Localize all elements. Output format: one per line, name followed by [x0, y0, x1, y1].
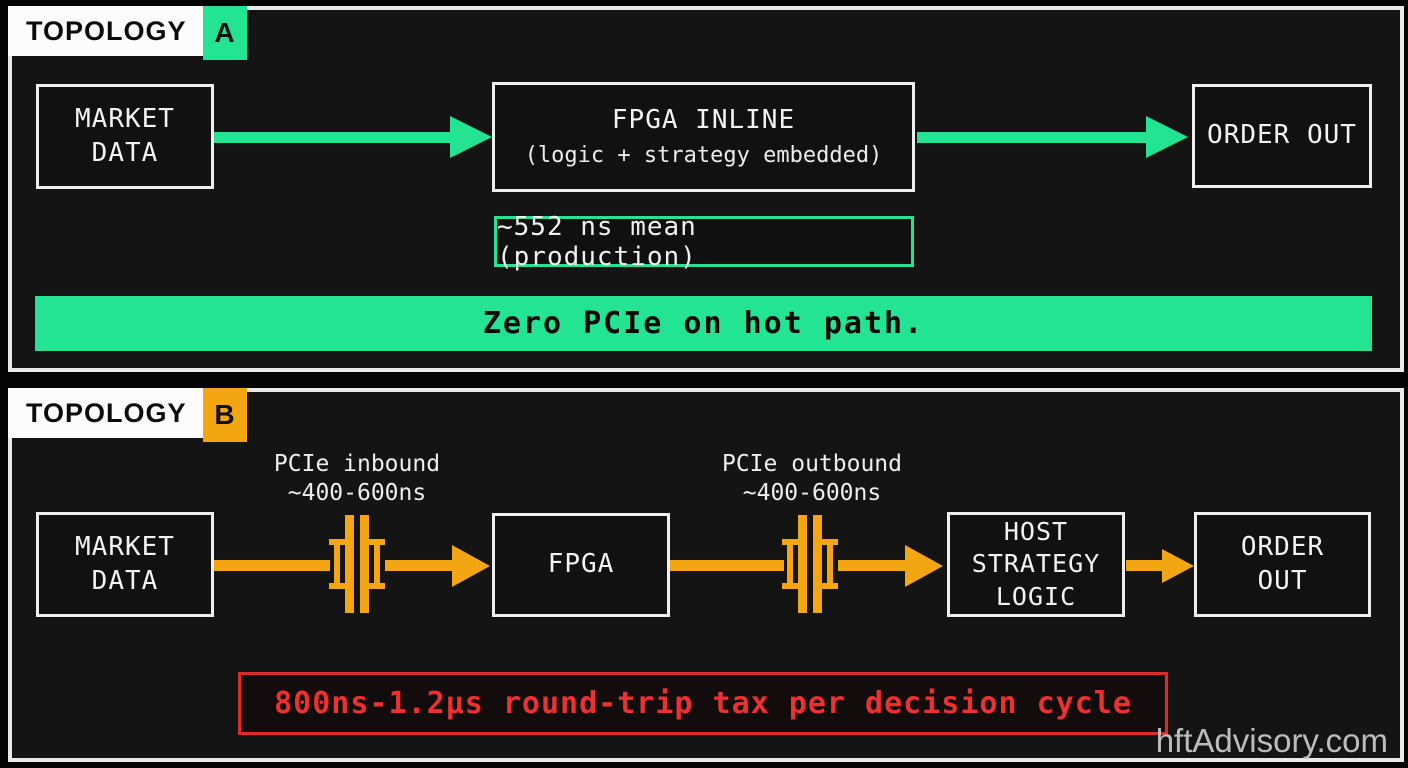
flow-line-b5 [1126, 560, 1164, 571]
flow-line-b3 [670, 560, 784, 571]
pcie-inbound-label: PCIe inbound ~400-600ns [273, 451, 441, 506]
watermark: hftAdvisory.com [1155, 722, 1388, 759]
flow-line-b4 [838, 560, 906, 571]
fpga-box-b: FPGA [492, 513, 670, 617]
arrowhead-icon [1162, 549, 1194, 583]
topology-b-badge: B [202, 388, 247, 442]
topology-b-label: TOPOLOGY [8, 388, 203, 438]
arrowhead-icon [1146, 116, 1188, 158]
hot-path-banner: Zero PCIe on hot path. [35, 296, 1372, 351]
flow-line-a1 [214, 132, 452, 143]
pcie-connector-icon [782, 515, 838, 613]
order-out-box-b: ORDER OUT [1194, 512, 1371, 617]
topology-a-header: TOPOLOGY A [8, 6, 247, 60]
flow-line-b2 [385, 560, 453, 571]
arrowhead-icon [905, 545, 943, 587]
topology-a-label: TOPOLOGY [8, 6, 203, 56]
arrowhead-icon [450, 116, 492, 158]
fpga-inline-subtitle: (logic + strategy embedded) [524, 142, 883, 168]
pcie-outbound-label: PCIe outbound ~400-600ns [721, 451, 902, 506]
host-strategy-logic-box: HOST STRATEGY LOGIC [947, 512, 1125, 617]
pcie-connector-icon [329, 515, 385, 613]
flow-line-b1 [214, 560, 330, 571]
round-trip-warning-box: 800ns-1.2µs round-trip tax per decision … [238, 672, 1168, 735]
market-data-box-a: MARKET DATA [36, 84, 214, 189]
arrowhead-icon [452, 545, 490, 587]
topology-b-panel: TOPOLOGY B PCIe inbound ~400-600ns PCIe … [8, 388, 1404, 762]
topology-b-header: TOPOLOGY B [8, 388, 247, 442]
order-out-box-a: ORDER OUT [1192, 84, 1372, 188]
flow-line-a2 [917, 132, 1148, 143]
topology-a-badge: A [202, 6, 247, 60]
fpga-inline-title: FPGA INLINE [611, 104, 796, 135]
market-data-box-b: MARKET DATA [36, 512, 214, 617]
latency-note-box: ~552 ns mean (production) [494, 212, 914, 272]
fpga-inline-box: FPGA INLINE (logic + strategy embedded) [492, 82, 915, 192]
topology-a-panel: TOPOLOGY A MARKET DATA FPGA INLINE (logi… [8, 6, 1404, 372]
